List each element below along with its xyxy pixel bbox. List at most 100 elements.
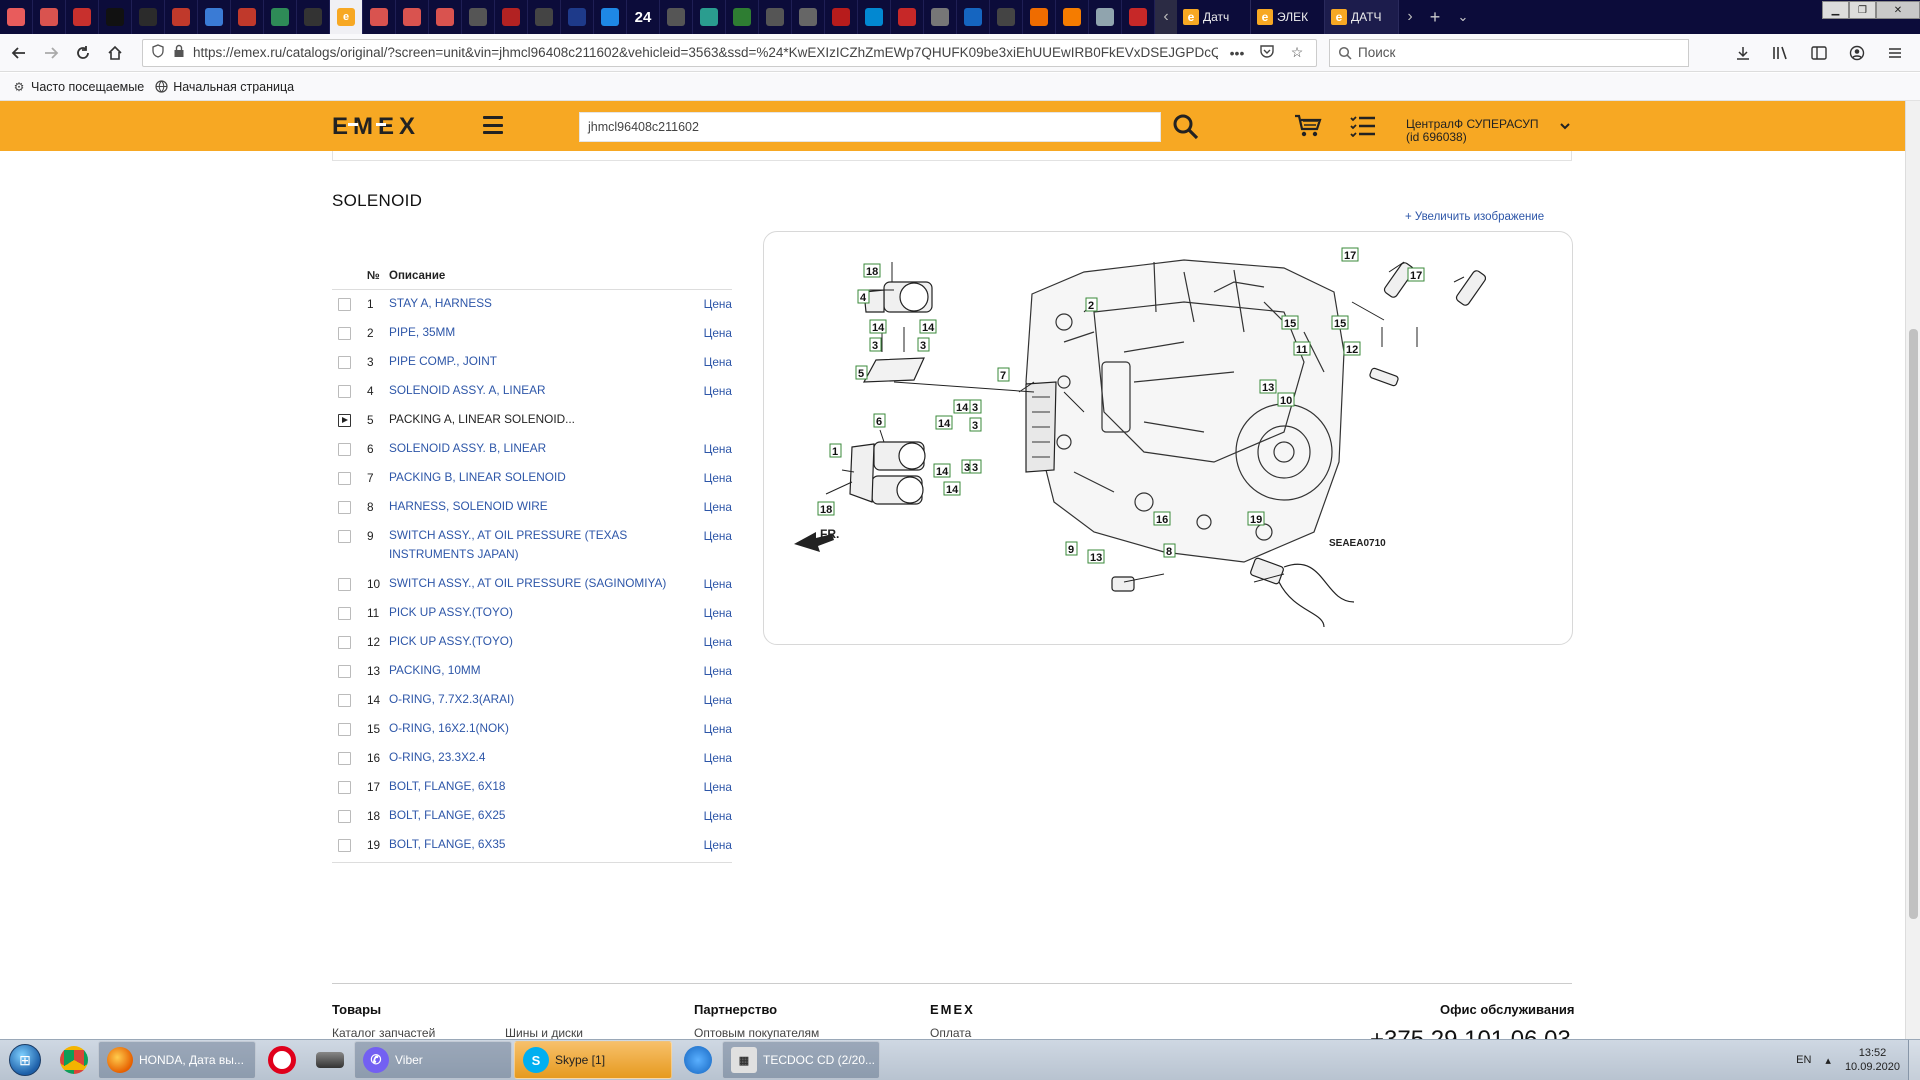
sidebar-icon[interactable] (1804, 38, 1834, 68)
callout-label[interactable]: 15 (1281, 315, 1299, 330)
row-checkbox[interactable] (338, 810, 351, 823)
part-description-link[interactable]: SOLENOID ASSY. A, LINEAR (389, 383, 546, 397)
part-description-link[interactable]: PACKING, 10MM (389, 663, 481, 677)
row-checkbox[interactable] (338, 694, 351, 707)
callout-label[interactable]: 9 (1065, 541, 1078, 556)
row-checkbox[interactable] (338, 501, 351, 514)
price-link[interactable]: Цена (703, 809, 732, 823)
bookmark-star-icon[interactable]: ☆ (1290, 44, 1304, 60)
row-checkbox[interactable] (338, 443, 351, 456)
pinned-tab[interactable]: e (330, 0, 363, 34)
pinned-tab[interactable] (396, 0, 429, 34)
price-link[interactable]: Цена (703, 384, 732, 398)
forward-button[interactable] (36, 38, 66, 68)
url-text[interactable]: https://emex.ru/catalogs/original/?scree… (193, 45, 1218, 60)
callout-label[interactable]: 13 (1259, 379, 1277, 394)
price-link[interactable]: Цена (703, 442, 732, 456)
pinned-tab[interactable] (1023, 0, 1056, 34)
callout-label[interactable]: 16 (1153, 511, 1171, 526)
opera-pinned-button[interactable] (258, 1041, 306, 1079)
tracking-shield-icon[interactable] (151, 44, 165, 61)
price-link[interactable]: Цена (703, 471, 732, 485)
footer-link[interactable]: Каталог запчастей (332, 1026, 436, 1039)
part-description-link[interactable]: O-RING, 7.7X2.3(ARAI) (389, 692, 515, 706)
clock[interactable]: 13:52 10.09.2020 (1845, 1046, 1900, 1074)
price-link[interactable]: Цена (703, 693, 732, 707)
pinned-tab[interactable] (99, 0, 132, 34)
vin-search-input[interactable]: jhmcl96408c211602 (579, 112, 1161, 142)
price-link[interactable]: Цена (703, 297, 732, 311)
emex-logo[interactable]: EMEX (332, 113, 436, 146)
padlock-icon[interactable] (173, 44, 185, 61)
price-link[interactable]: Цена (703, 355, 732, 369)
callout-label[interactable]: 11 (1293, 341, 1311, 356)
maximize-button[interactable]: ❐ (1849, 1, 1876, 19)
callout-label[interactable]: 8 (1163, 543, 1176, 558)
part-description-link[interactable]: PIPE COMP., JOINT (389, 354, 497, 368)
row-checkbox[interactable] (338, 327, 351, 340)
bookmark-home-page[interactable]: Начальная страница (154, 80, 294, 94)
tab-scroll-left-button[interactable]: ‹ (1155, 0, 1177, 34)
callout-label[interactable]: 3 (969, 417, 982, 432)
price-link[interactable]: Цена (703, 722, 732, 736)
pinned-tab[interactable] (462, 0, 495, 34)
part-description-link[interactable]: O-RING, 16X2.1(NOK) (389, 721, 509, 735)
price-link[interactable]: Цена (703, 751, 732, 765)
price-link[interactable]: Цена (703, 529, 732, 543)
account-icon[interactable] (1842, 38, 1872, 68)
price-link[interactable]: Цена (703, 838, 732, 852)
start-button[interactable]: ⊞ (0, 1040, 50, 1080)
callout-label[interactable]: 3 (969, 459, 982, 474)
callout-label[interactable]: 10 (1277, 392, 1295, 407)
taskbar-app-skype[interactable]: S Skype [1] (514, 1041, 672, 1079)
price-link[interactable]: Цена (703, 326, 732, 340)
pocket-icon[interactable] (1256, 44, 1278, 61)
pinned-tab[interactable] (660, 0, 693, 34)
part-description-link[interactable]: PIPE, 35MM (389, 325, 456, 339)
taskbar-app-firefox[interactable]: HONDA, Дата вы... (98, 1041, 256, 1079)
row-checkbox[interactable] (338, 839, 351, 852)
pinned-tab[interactable]: 24 (627, 0, 660, 34)
footer-phone[interactable]: +375 29 101 06 03 (1370, 1026, 1571, 1039)
row-checkbox[interactable] (338, 752, 351, 765)
part-description-link[interactable]: BOLT, FLANGE, 6X35 (389, 837, 506, 851)
chevron-down-icon[interactable] (1560, 122, 1570, 133)
callout-label[interactable]: 1 (829, 443, 842, 458)
address-bar[interactable]: https://emex.ru/catalogs/original/?scree… (142, 38, 1317, 67)
pinned-tab[interactable] (66, 0, 99, 34)
price-link[interactable]: Цена (703, 606, 732, 620)
callout-label[interactable]: 17 (1407, 267, 1425, 282)
callout-label[interactable]: 14 (953, 399, 971, 414)
row-checkbox[interactable] (338, 578, 351, 591)
close-window-button[interactable]: ✕ (1876, 1, 1920, 19)
cart-button[interactable] (1294, 113, 1322, 139)
part-description-link[interactable]: O-RING, 23.3X2.4 (389, 750, 486, 764)
callout-label[interactable]: 5 (855, 365, 868, 380)
callout-label[interactable]: 6 (873, 413, 886, 428)
footer-link[interactable]: Оптовым покупателям (694, 1026, 820, 1039)
row-checkbox[interactable] (338, 781, 351, 794)
part-description-link[interactable]: PICK UP ASSY.(TOYO) (389, 634, 513, 648)
page-actions-icon[interactable]: ••• (1229, 44, 1245, 61)
pinned-tab[interactable] (495, 0, 528, 34)
price-link[interactable]: Цена (703, 500, 732, 514)
phone-pinned-button[interactable] (674, 1041, 722, 1079)
pinned-tab[interactable] (231, 0, 264, 34)
row-checkbox[interactable] (338, 665, 351, 678)
site-menu-button[interactable] (483, 116, 503, 134)
part-description-link[interactable]: BOLT, FLANGE, 6X25 (389, 808, 506, 822)
pinned-tab[interactable] (957, 0, 990, 34)
pinned-tab[interactable] (1122, 0, 1155, 34)
hamburger-menu-icon[interactable] (1880, 38, 1910, 68)
